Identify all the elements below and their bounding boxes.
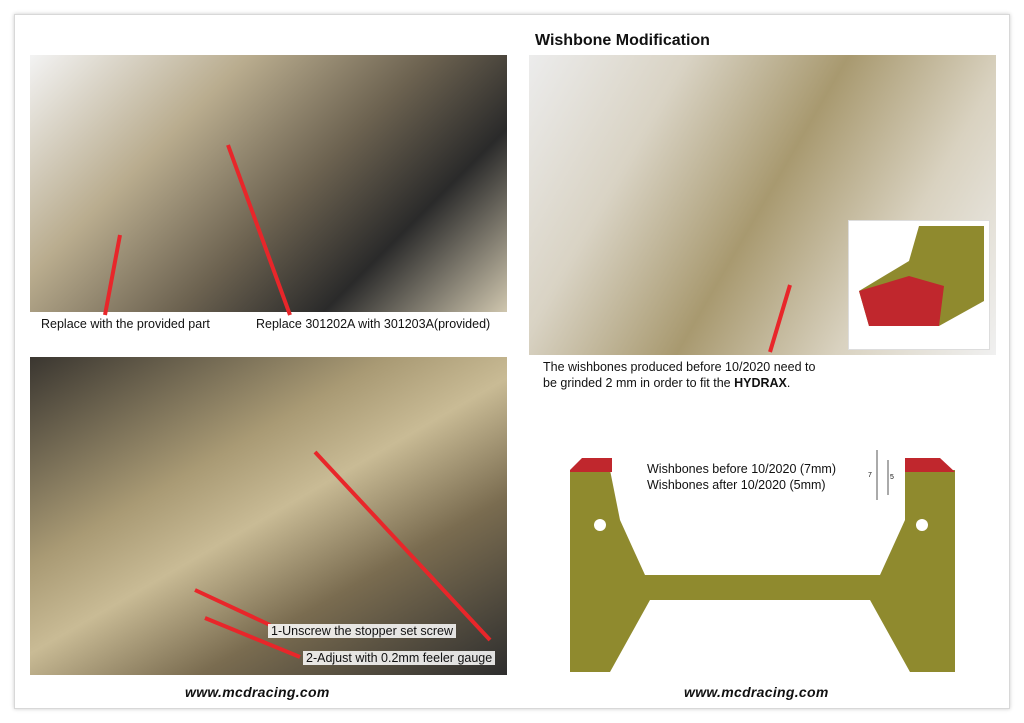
footer-url-left[interactable]: www.mcdracing.com bbox=[185, 684, 330, 700]
caption-replace-301202a: Replace 301202A with 301203A(provided) bbox=[253, 317, 494, 331]
footer-url-right[interactable]: www.mcdracing.com bbox=[684, 684, 829, 700]
note-hydrax: HYDRAX bbox=[734, 376, 787, 390]
arrow-adjust bbox=[204, 616, 301, 659]
dim-5: 5 bbox=[890, 474, 894, 481]
arrow-feeler-gauge bbox=[313, 450, 492, 642]
diagram-line-2: Wishbones after 10/2020 (5mm) bbox=[647, 478, 826, 492]
note-period: . bbox=[786, 376, 791, 390]
wishbone-diagram bbox=[570, 450, 955, 672]
wishbone-tip-illustration bbox=[859, 226, 984, 326]
arrow-replace-301202a bbox=[226, 144, 292, 316]
note-line-1: The wishbones produced before 10/2020 ne… bbox=[543, 360, 816, 374]
dim-7: 7 bbox=[868, 472, 872, 479]
page-title: Wishbone Modification bbox=[535, 32, 710, 49]
arrow-replace-part bbox=[103, 234, 122, 316]
diagram-line-1: Wishbones before 10/2020 (7mm) bbox=[647, 462, 836, 476]
photo-brake-adjust bbox=[30, 357, 507, 675]
photo-rear-suspension bbox=[30, 55, 507, 312]
arrow-wishbone bbox=[768, 284, 792, 353]
step-1-label: 1-Unscrew the stopper set screw bbox=[268, 624, 457, 638]
caption-replace-part: Replace with the provided part bbox=[38, 317, 213, 331]
note-line-2: be grinded 2 mm in order to fit the HYDR… bbox=[543, 376, 790, 390]
step-2-label: 2-Adjust with 0.2mm feeler gauge bbox=[303, 651, 496, 665]
note-text: be grinded 2 mm in order to fit the bbox=[543, 376, 735, 390]
arrow-stopper-screw bbox=[194, 588, 271, 627]
inset-wishbone-grind bbox=[848, 220, 990, 350]
